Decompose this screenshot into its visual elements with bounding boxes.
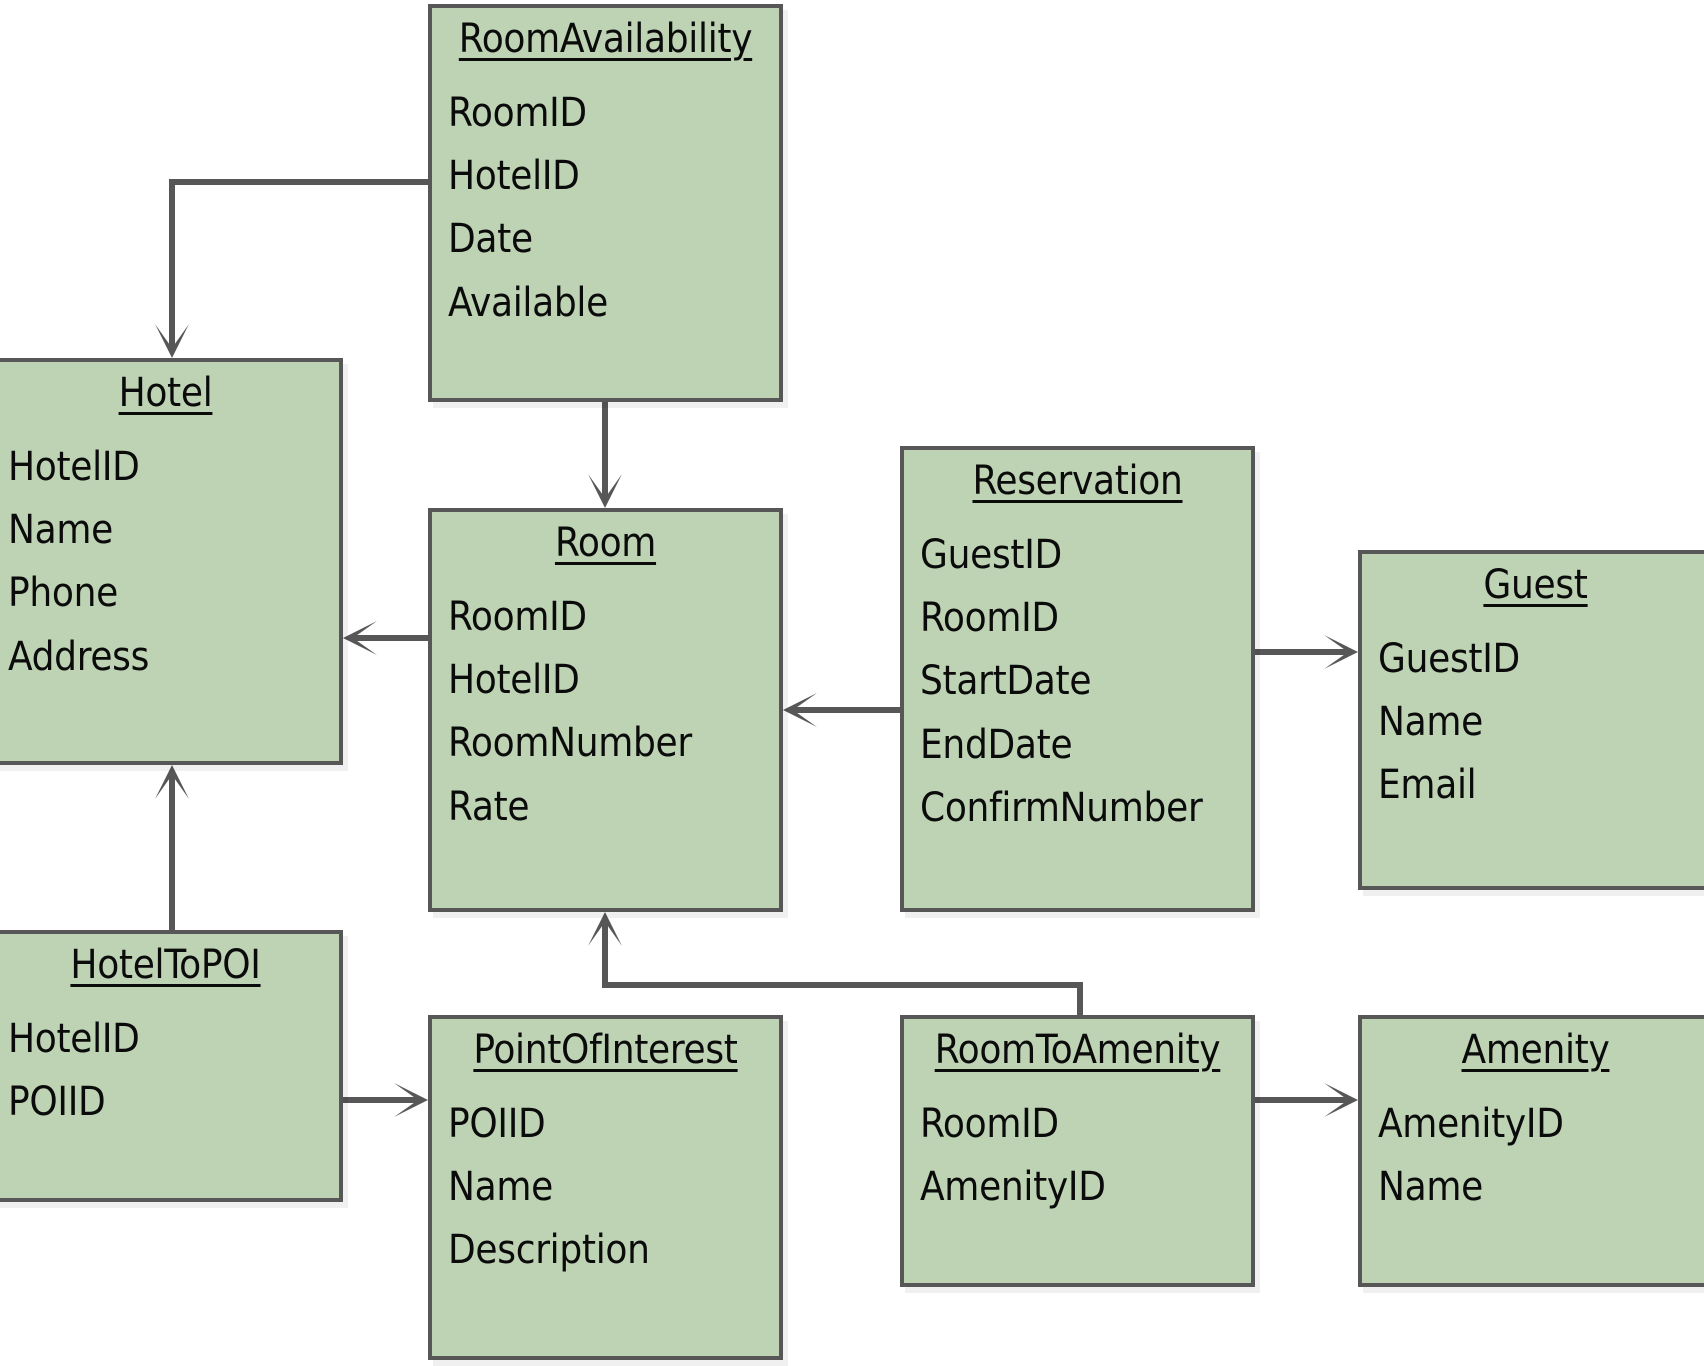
entity-hoteltopoi[interactable]: HotelToPOI HotelID POIID xyxy=(0,930,343,1202)
relationship-arrowhead xyxy=(343,621,377,655)
attribute-item: RoomID xyxy=(448,594,587,640)
entity-reservation[interactable]: Reservation GuestID RoomID StartDate End… xyxy=(900,446,1255,912)
attribute-list: GuestID RoomID StartDate EndDate Confirm… xyxy=(904,524,1251,840)
relationship-arrowhead xyxy=(588,474,622,508)
attribute-item: RoomNumber xyxy=(448,720,692,767)
entity-title: PointOfInterest xyxy=(473,1027,738,1073)
attribute-list: HotelID Name Phone Address xyxy=(0,436,339,689)
attribute-item: Phone xyxy=(8,570,118,617)
attribute-item: StartDate xyxy=(920,658,1092,705)
relationship-arrowhead xyxy=(588,912,622,946)
entity-pointofinterest[interactable]: PointOfInterest POIID Name Description xyxy=(428,1015,783,1360)
attribute-list: POIID Name Description xyxy=(432,1093,779,1283)
relationship-arrowhead xyxy=(155,324,189,358)
attribute-item: Name xyxy=(1378,1164,1483,1211)
attribute-item: AmenityID xyxy=(1378,1101,1564,1147)
attribute-item: GuestID xyxy=(920,532,1062,578)
entity-guest[interactable]: Guest GuestID Name Email xyxy=(1358,550,1704,890)
entity-title: RoomAvailability xyxy=(458,16,753,62)
entity-amenity[interactable]: Amenity AmenityID Name xyxy=(1358,1015,1704,1287)
entity-title: Room xyxy=(554,520,657,566)
attribute-item: ConfirmNumber xyxy=(920,784,1203,831)
relationship-arrowhead xyxy=(1324,635,1358,669)
attribute-item: Name xyxy=(448,1164,553,1211)
attribute-item: HotelID xyxy=(448,657,580,704)
relationship-arrowhead xyxy=(394,1083,428,1117)
attribute-item: Date xyxy=(448,216,533,263)
attribute-list: RoomID HotelID Date Available xyxy=(432,82,779,335)
attribute-item: Name xyxy=(8,507,113,554)
attribute-item: POIID xyxy=(448,1101,546,1147)
relationship-arrowhead xyxy=(155,765,189,799)
entity-title: Guest xyxy=(1483,562,1588,608)
relationship-edge xyxy=(169,179,428,352)
attribute-item: GuestID xyxy=(1378,636,1520,682)
attribute-item: HotelID xyxy=(8,1016,140,1062)
attribute-list: HotelID POIID xyxy=(0,1008,339,1134)
entity-title: RoomToAmenity xyxy=(934,1027,1221,1073)
attribute-item: Name xyxy=(1378,699,1483,746)
entity-title: Amenity xyxy=(1461,1027,1610,1073)
attribute-item: POIID xyxy=(8,1079,106,1126)
attribute-item: RoomID xyxy=(920,1101,1059,1147)
attribute-item: Address xyxy=(8,633,150,680)
relationship-arrowhead xyxy=(783,693,817,727)
entity-roomtoamenity[interactable]: RoomToAmenity RoomID AmenityID xyxy=(900,1015,1255,1287)
attribute-item: EndDate xyxy=(920,721,1073,768)
attribute-item: HotelID xyxy=(8,444,140,490)
attribute-list: RoomID HotelID RoomNumber Rate xyxy=(432,586,779,839)
entity-room[interactable]: Room RoomID HotelID RoomNumber Rate xyxy=(428,508,783,912)
attribute-item: RoomID xyxy=(920,595,1059,642)
attribute-item: RoomID xyxy=(448,90,587,136)
attribute-item: Email xyxy=(1378,762,1477,809)
attribute-item: Rate xyxy=(448,783,530,830)
attribute-list: RoomID AmenityID xyxy=(904,1093,1251,1219)
entity-title: Hotel xyxy=(118,370,213,416)
attribute-item: HotelID xyxy=(448,153,580,200)
attribute-list: AmenityID Name xyxy=(1362,1093,1704,1219)
entity-hotel[interactable]: Hotel HotelID Name Phone Address xyxy=(0,358,343,765)
relationship-edge xyxy=(602,918,1083,1015)
attribute-list: GuestID Name Email xyxy=(1362,628,1704,818)
attribute-item: AmenityID xyxy=(920,1164,1106,1211)
entity-roomavailability[interactable]: RoomAvailability RoomID HotelID Date Ava… xyxy=(428,4,783,402)
attribute-item: Available xyxy=(448,279,608,326)
entity-title: Reservation xyxy=(972,458,1183,504)
entity-title: HotelToPOI xyxy=(70,942,261,988)
relationship-arrowhead xyxy=(1324,1083,1358,1117)
attribute-item: Description xyxy=(448,1227,650,1274)
